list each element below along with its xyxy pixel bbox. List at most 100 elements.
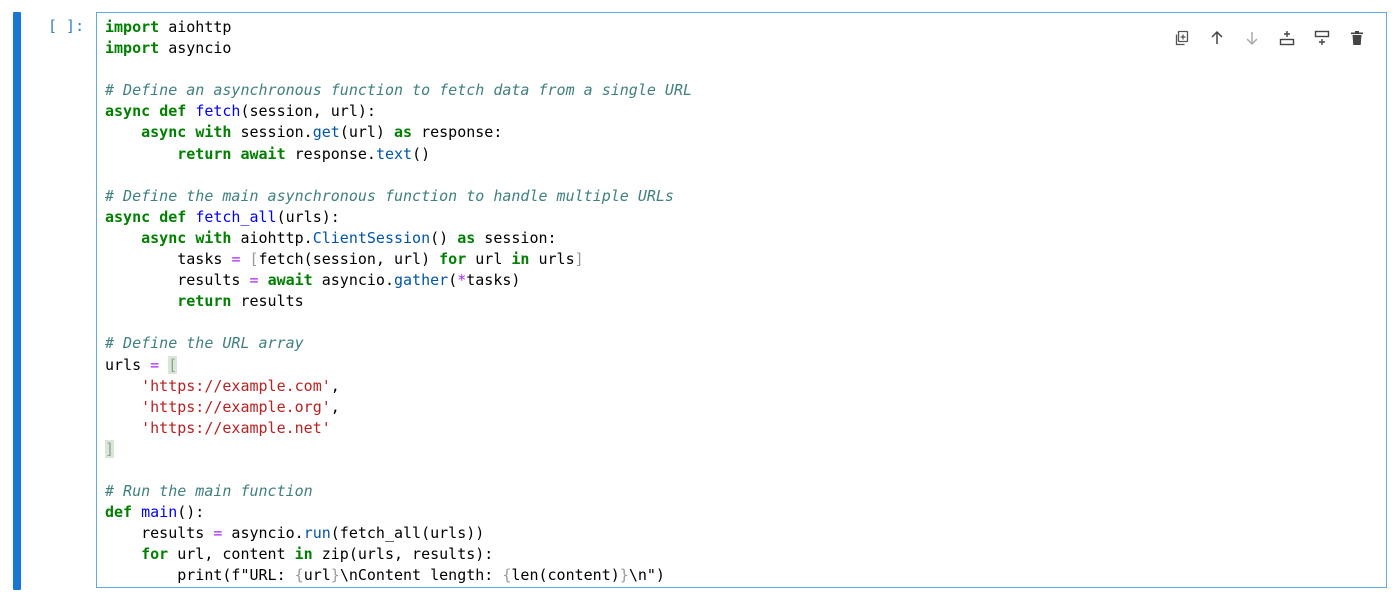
code-token: async [141,123,187,142]
code-token: for [439,250,467,269]
code-token: (urls): [276,207,340,226]
code-token [105,229,141,247]
code-token: * [457,271,467,290]
code-line: for url, content in zip(urls, results): [105,544,692,565]
code-token: aiohttp [159,18,232,36]
code-token [105,145,177,163]
code-token: text [375,144,413,163]
input-prompt: [ ]: [48,17,85,35]
code-token: ] [105,439,115,458]
code-token: response: [412,123,503,142]
code-token: return [177,144,232,163]
code-token: 'https://example.net' [141,418,331,437]
insert-below-icon [1314,30,1330,51]
code-token: with [195,228,232,247]
code-token: results [231,292,304,311]
code-token: ClientSession [312,228,431,247]
code-token: await [240,144,286,163]
code-token [240,250,249,268]
code-token: \nContent length: [339,566,503,585]
delete-cell-button[interactable] [1345,29,1368,52]
code-line: def main(): [105,502,692,523]
code-token [186,102,195,120]
code-token: fetch [195,102,241,121]
code-token: in [511,250,530,269]
duplicate-cell-button[interactable] [1170,29,1193,52]
code-line: return await response.text() [105,144,692,165]
code-token: = [150,355,160,374]
insert-cell-above-button[interactable] [1275,29,1298,52]
code-token: session: [475,228,557,247]
code-token [259,271,268,289]
code-token [150,208,159,226]
code-line [105,59,692,80]
code-line: async def fetch(session, url): [105,101,692,122]
code-token: (session, url): [240,102,376,121]
code-line: async with session.get(url) as response: [105,122,692,143]
code-token: gather [394,271,449,290]
code-line: 'https://example.net' [105,418,692,439]
cell-toolbar [1170,29,1368,52]
code-token: asyncio [159,39,232,58]
code-token: (fetch_all(urls)) [330,524,485,543]
code-token: len(content) [511,566,620,585]
code-token: { [294,566,304,585]
code-token: def [159,207,187,226]
code-line: # Define the main asynchronous function … [105,186,692,207]
move-cell-up-button[interactable] [1205,29,1228,52]
code-token: import [105,39,160,58]
code-token: with [195,123,232,142]
code-token: await [267,271,313,290]
arrow-down-icon [1244,30,1260,51]
code-token [105,419,141,437]
code-line: # Define an asynchronous function to fet… [105,80,692,101]
code-token: urls [529,250,575,269]
code-line: results = await asyncio.gather(*tasks) [105,270,692,291]
code-token: url [466,250,512,269]
code-token: [ [168,355,178,374]
code-line [105,165,692,186]
code-token: run [303,524,331,543]
code-token: fetch(session, url) [258,250,440,269]
code-token [105,545,141,563]
code-token: (): [177,503,205,522]
code-line [105,460,692,481]
code-token: \n") [628,566,665,585]
code-token: # Define the main asynchronous function … [105,186,674,205]
code-token: ( [448,271,458,290]
code-token: aiohttp. [231,228,313,247]
code-line: ] [105,439,692,460]
cell-collapser-bar[interactable] [13,12,21,590]
code-line: import aiohttp [105,17,692,38]
insert-cell-below-button[interactable] [1310,29,1333,52]
trash-icon [1349,30,1365,51]
code-token: = [213,524,223,543]
code-token: () [412,144,431,163]
code-token: 'https://example.com' [141,376,331,395]
code-token: in [294,545,313,564]
code-token [186,123,195,141]
code-token: print(f"URL: [105,566,295,585]
insert-above-icon [1279,30,1295,51]
code-line: async def fetch_all(urls): [105,207,692,228]
code-token: session. [231,123,313,142]
code-token: results [105,271,250,290]
code-line: results = asyncio.run(fetch_all(urls)) [105,523,692,544]
code-token: { [502,566,512,585]
code-token [186,208,195,226]
code-token [186,229,195,247]
code-token: async [141,228,187,247]
code-line: urls = [ [105,355,692,376]
code-line: import asyncio [105,38,692,59]
code-line: # Define the URL array [105,333,692,354]
code-token: # Run the main function [105,482,313,501]
code-token: } [330,566,340,585]
move-cell-down-button[interactable] [1240,29,1263,52]
code-token: zip(urls, results): [312,545,494,564]
code-token: } [619,566,629,585]
code-token: urls [105,355,151,374]
code-token [105,398,141,416]
